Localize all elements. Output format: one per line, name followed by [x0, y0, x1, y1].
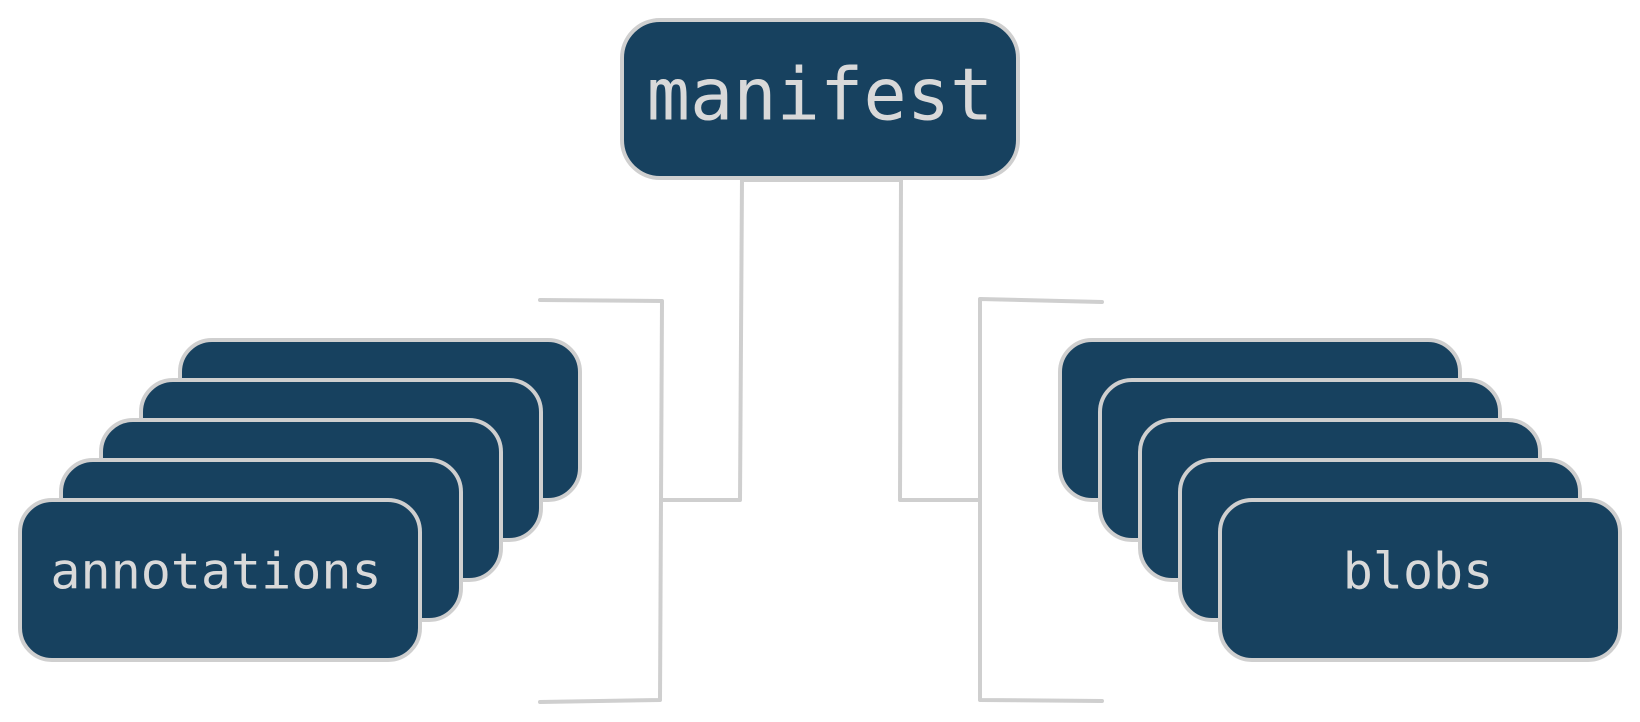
annotations-card-1 — [18, 498, 422, 662]
manifest-label: manifest — [647, 53, 994, 137]
blobs-label: blobs — [1343, 543, 1494, 601]
annotations-label: annotations — [50, 543, 381, 601]
blobs-card-1 — [1218, 498, 1622, 662]
annotations-stack: annotations — [18, 338, 582, 662]
manifest-box — [620, 18, 1020, 180]
bracket-annotations — [538, 298, 664, 704]
blobs-stack: blobs — [1058, 338, 1622, 662]
connector-manifest-to-blobs — [898, 176, 981, 502]
connectors — [538, 176, 1104, 704]
connector-manifest-to-annotations — [659, 176, 744, 502]
manifest-node: manifest — [620, 18, 1020, 180]
bracket-blobs — [978, 297, 1104, 703]
